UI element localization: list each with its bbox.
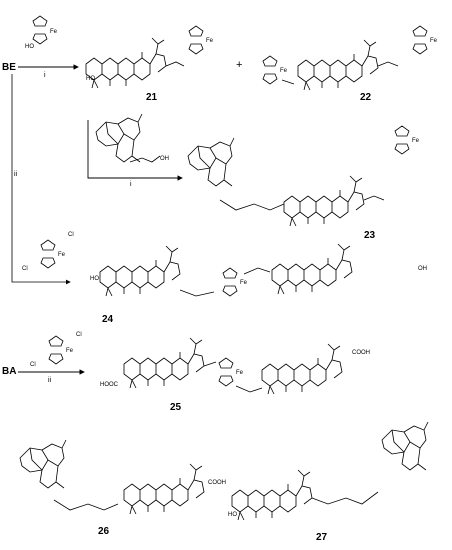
arrow-3 [11,74,71,285]
reagent-ii-1: ii [14,171,18,178]
triterpene-skeleton [297,39,379,91]
fe-label: Fe [280,68,288,74]
ferrocene-icon [394,125,410,155]
cl-label: Cl [22,266,28,272]
ferrocene-icon [188,25,204,55]
ester-linker [243,267,271,275]
ester-linker [235,385,263,393]
reagent-i-1: i [44,72,46,79]
ho-label: HO [90,276,99,282]
cl-label: Cl [76,332,82,338]
cooh-label: COOH [208,480,226,486]
ester-linker [377,61,399,67]
compound-26: 26 [98,526,110,537]
fe-label: Fe [412,138,420,144]
fe-label: Fe [206,38,214,44]
triterpene-skeleton [123,463,205,515]
fe-label: Fe [240,280,248,286]
triterpene-skeleton [231,469,313,521]
ferrocene-icon [40,239,56,269]
compound-27: 27 [316,532,328,543]
compound-21: 21 [146,92,158,103]
succinate-linker [311,491,379,505]
fe-label: Fe [66,348,74,354]
compound-22: 22 [360,92,372,103]
reagent-i-2: i [130,181,132,188]
plus-sign: + [236,59,242,71]
hooc-label: HOOC [100,382,119,388]
ester-linker [203,361,217,367]
fe-label: Fe [430,38,438,44]
ho-label: HO [86,76,95,82]
triterpene-skeleton [99,245,181,297]
fe-label: Fe [58,252,66,258]
succinate-linker [219,199,285,211]
artemisinin-unit [381,421,429,471]
ester-linker [179,289,215,297]
triterpene-skeleton [283,175,365,227]
ester-linker [363,195,385,201]
artemisinin-unit [19,439,67,489]
compound-24: 24 [102,314,114,325]
oh-label: OH [160,156,169,162]
start-ba: BA [2,366,16,377]
artemisinin-reagent [95,113,143,163]
start-be: BE [2,62,16,73]
ferrocene-icon [32,15,48,45]
triterpene-skeleton [261,343,343,395]
cl-label: Cl [30,362,36,368]
ferrocene-icon [48,335,64,365]
compound-23: 23 [364,230,376,241]
succinate-linker [53,499,119,511]
reagent-ii-2: ii [48,377,52,384]
succinate-linker [129,155,161,163]
cooh-label: COOH [352,350,370,356]
ferrocene-icon [262,55,278,85]
artemisinin-unit [187,137,235,187]
ester-linker [281,79,295,85]
triterpene-skeleton [123,337,205,389]
ho-label: HO [25,44,34,50]
triterpene-skeleton [85,37,167,89]
ferrocene-icon [218,357,234,387]
ferrocene-icon [412,25,428,55]
arrow-2 [87,120,183,181]
cl-label: Cl [68,232,74,238]
ferrocene-icon [222,267,238,297]
oh-label: OH [418,266,427,272]
fe-label: Fe [50,29,58,35]
fe-label: Fe [236,370,244,376]
ester-linker [165,61,185,67]
compound-25: 25 [170,402,182,413]
triterpene-skeleton [271,243,353,295]
ho-label: HO [228,512,237,518]
